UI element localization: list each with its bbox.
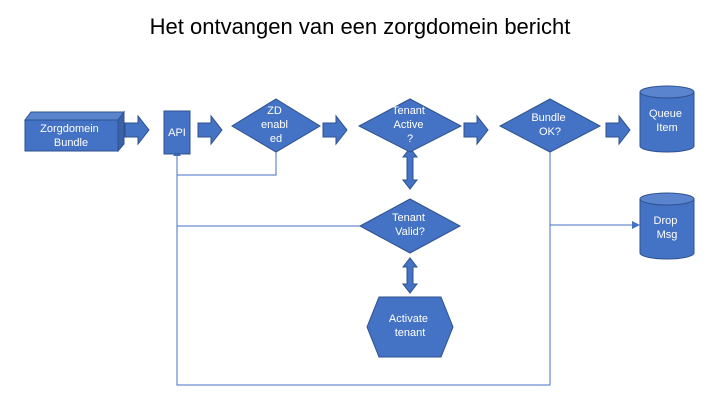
arrowhead-drop [632,221,640,229]
connector-bundleok-loop [176,152,551,386]
node-bundle-ok: Bundle OK? [498,98,602,153]
node-queue-item: Queue Item [639,85,695,153]
block-arrow-1 [124,114,150,146]
node-drop-msg: Drop Msg [639,192,695,260]
node-zorgdomein-bundle: Zorgdomein Bundle [24,110,125,153]
block-arrow-4 [463,114,489,146]
svg-text:API: API [168,127,186,139]
svg-text:Queue Item: Queue Item [649,108,685,134]
svg-text:ZD enabl ed: ZD enabl ed [261,105,291,145]
svg-text:Drop Msg: Drop Msg [654,215,681,241]
block-arrow-updown-1 [401,147,419,190]
svg-text:Tenant Active ?: Tenant Active ? [392,105,428,145]
svg-text:Bundle OK?: Bundle OK? [531,112,568,138]
node-bundle-label: Zorgdomein Bundle [40,123,102,149]
svg-text:Tenant Valid?: Tenant Valid? [392,212,428,238]
svg-text:Activate tenant: Activate tenant [389,313,431,339]
block-arrow-updown-2 [401,257,419,294]
connector-zd-to-api [176,152,277,176]
node-activate-tenant: Activate tenant [366,296,454,358]
node-tenant-active: Tenant Active ? [357,98,463,153]
block-arrow-2 [197,114,223,146]
diagram-title: Het ontvangen van een zorgdomein bericht [149,14,571,39]
node-tenant-valid: Tenant Valid? [358,198,462,254]
node-zd-enabled: ZD enabl ed [231,98,321,153]
block-arrow-3 [322,114,348,146]
block-arrow-5 [605,114,631,146]
node-api: API [163,110,191,155]
